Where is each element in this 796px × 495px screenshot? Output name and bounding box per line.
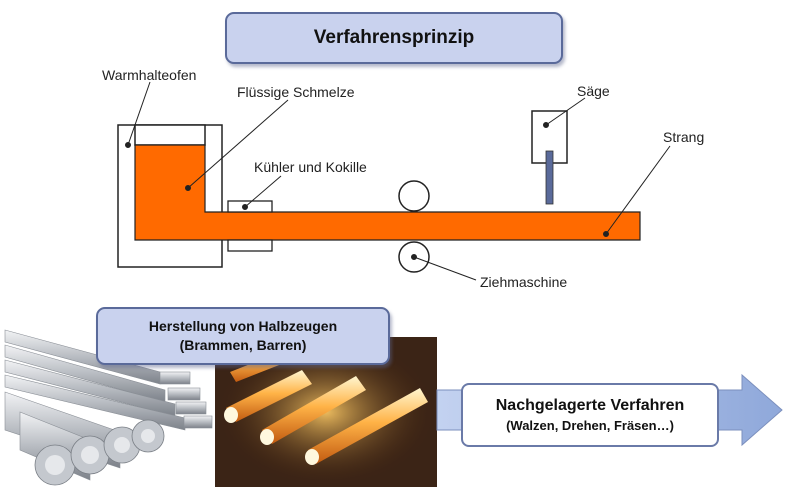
leader-lines — [125, 81, 671, 281]
page-title: Verfahrensprinzip — [225, 12, 563, 64]
kuehler-kokille — [227, 200, 273, 252]
label-schmelze: Flüssige Schmelze — [237, 84, 355, 100]
label-kuehler: Kühler und Kokille — [254, 159, 367, 175]
label-saege: Säge — [577, 83, 610, 99]
halbzeuge-line2: (Brammen, Barren) — [179, 337, 307, 353]
label-warmhalteofen: Warmhalteofen — [102, 67, 196, 83]
saege-saw — [531, 110, 568, 205]
nachgelagerte-title: Nachgelagerte Verfahren — [495, 397, 685, 414]
melt-and-strand — [134, 144, 641, 241]
label-strang: Strang — [663, 129, 704, 145]
halbzeuge-box: Herstellung von Halbzeugen (Brammen, Bar… — [96, 307, 390, 365]
halbzeuge-line1: Herstellung von Halbzeugen — [148, 318, 338, 334]
label-ziehmaschine: Ziehmaschine — [480, 274, 567, 290]
nachgelagerte-box: Nachgelagerte Verfahren (Walzen, Drehen,… — [461, 383, 719, 447]
nachgelagerte-sub: (Walzen, Drehen, Fräsen…) — [506, 418, 674, 433]
